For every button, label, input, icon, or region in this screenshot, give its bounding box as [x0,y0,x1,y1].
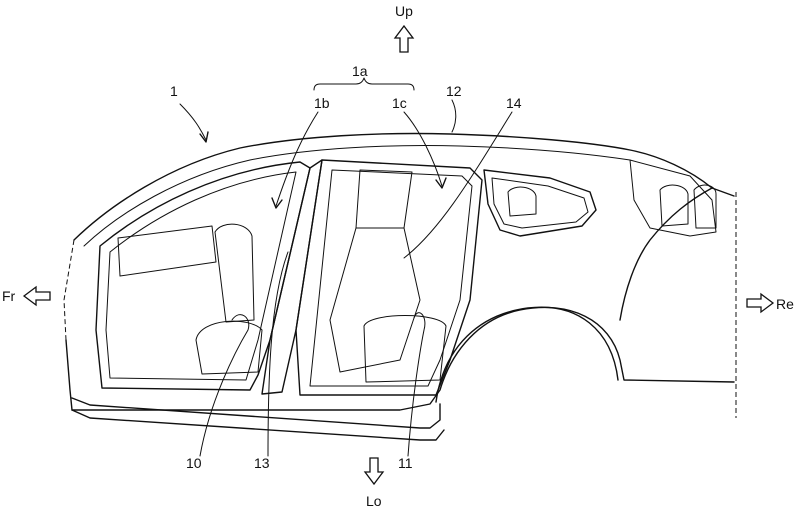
callout-1b: 1b [314,95,330,111]
callout-13: 13 [254,455,270,471]
roof-inner-line [83,145,631,247]
rear-pillar-panel [329,227,421,373]
rear-quarter-window-inner [491,177,589,229]
leader-11 [407,312,426,457]
reference-callouts: 1 1a 1b 1c 12 14 10 13 11 [170,63,522,471]
roof-rail-inner [355,169,413,229]
cargo-opening [629,159,717,237]
rear-wheel-arch [435,306,619,403]
dashboard [117,225,217,277]
leader-1b-arrowhead [271,197,283,209]
rear-quarter-seats [507,184,717,229]
front-cut-line [63,239,75,341]
left-arrow-icon [22,285,51,307]
front-label: Fr [2,288,16,304]
front-seat-back [214,223,255,323]
front-direction-indicator: Fr [2,285,51,307]
down-arrow-icon [363,457,385,486]
rear-direction-indicator: Re [746,292,794,314]
callout-12: 12 [446,83,462,99]
front-door-opening [95,161,311,391]
lower-label: Lo [366,493,382,509]
lower-direction-indicator: Lo [363,457,385,509]
leader-10 [199,314,250,457]
callout-1c: 1c [392,95,407,111]
front-door-opening-inner [105,171,297,381]
rear-label: Re [776,296,794,312]
callout-14: 14 [506,95,522,111]
leader-1c [403,111,443,187]
leader-14 [403,111,513,259]
rear-quarter-window [483,169,597,237]
leader-1b [275,111,319,207]
rear-seat [363,315,447,383]
leader-12 [451,99,457,133]
vehicle-body [63,132,737,441]
callout-11: 11 [398,455,413,471]
rear-door-opening-inner [309,169,473,387]
side-sill [71,397,445,441]
callout-10: 10 [186,455,202,471]
rear-door-opening [295,159,483,396]
body-outline [65,132,735,411]
bracket-1a [313,77,415,91]
leader-1-arrowhead [199,131,209,143]
up-arrow-icon [393,24,415,53]
right-arrow-icon [746,292,775,314]
callout-1: 1 [170,83,178,99]
up-label: Up [395,3,413,19]
up-direction-indicator: Up [393,3,415,53]
leader-1c-arrowhead [435,177,447,189]
leader-1 [179,103,207,141]
leader-13 [267,251,289,457]
callout-1a: 1a [352,63,368,79]
